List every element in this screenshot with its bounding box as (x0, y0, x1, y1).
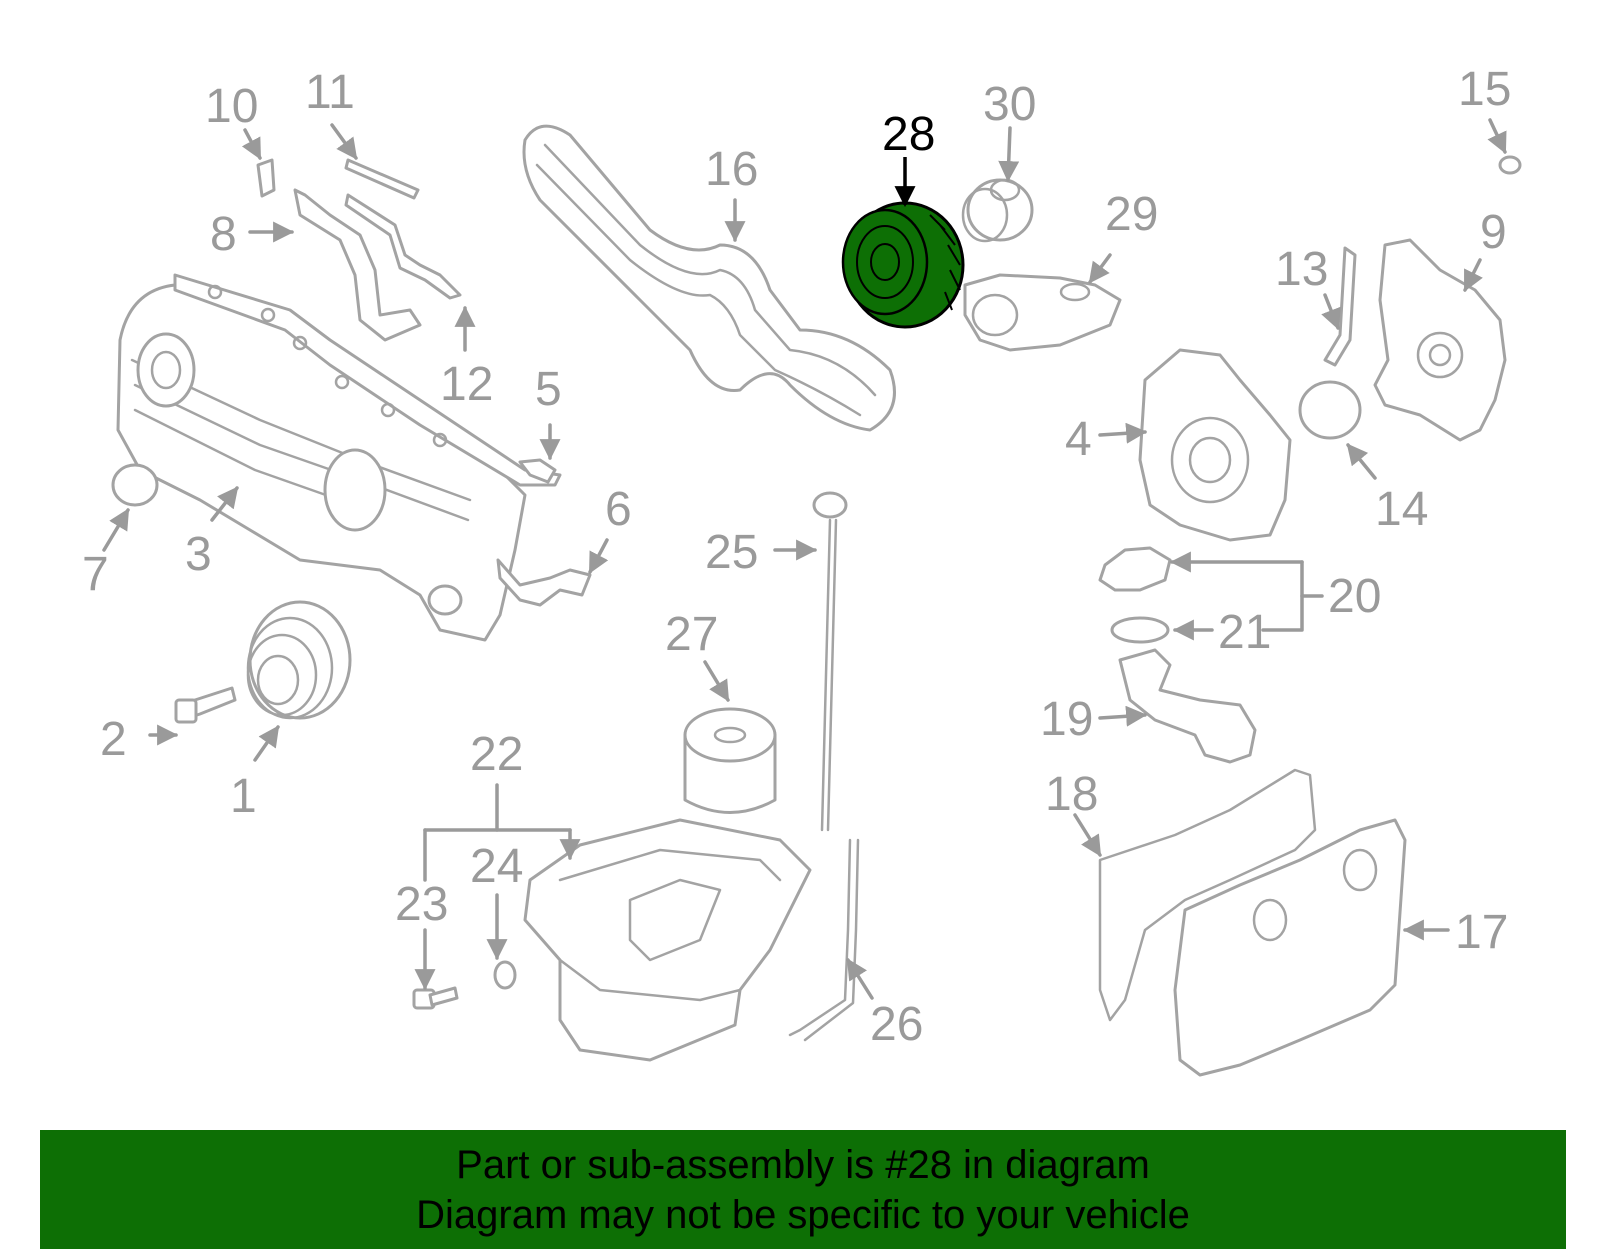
callout-24: 24 (470, 840, 523, 893)
clip-part-10 (256, 158, 276, 198)
callout-6: 6 (605, 483, 632, 536)
bracket-part-6 (496, 558, 592, 607)
callout-13: 13 (1275, 243, 1328, 296)
leader-lines (102, 118, 1507, 1000)
callout-3: 3 (185, 528, 212, 581)
callout-labels: 1 2 3 4 5 6 7 8 9 10 11 12 13 14 15 16 1… (82, 63, 1511, 1051)
tensioner-part-29 (963, 273, 1122, 352)
callout-2: 2 (100, 713, 127, 766)
gasket-part-8 (293, 188, 422, 342)
oring-part-15 (1498, 155, 1522, 175)
callout-5: 5 (535, 363, 562, 416)
guide-tube-part-26 (788, 838, 852, 1037)
washer-part-24 (493, 960, 517, 990)
dipstick-part-25 (812, 491, 848, 832)
callout-19: 19 (1040, 693, 1093, 746)
callout-28-highlighted: 28 (882, 108, 935, 161)
callout-15: 15 (1458, 63, 1511, 116)
caption-banner: Part or sub-assembly is #28 in diagram D… (40, 1130, 1566, 1249)
callout-20: 20 (1328, 570, 1381, 623)
cap-part-20 (1098, 546, 1172, 592)
gasket-part-12 (344, 193, 462, 300)
timing-belt-part (522, 124, 896, 432)
callout-1: 1 (230, 770, 257, 823)
sprocket-part-28-highlighted (841, 201, 965, 329)
seal-part-5 (518, 458, 557, 484)
callout-30: 30 (983, 78, 1036, 131)
timing-cover-part (116, 273, 562, 642)
callout-14: 14 (1375, 483, 1428, 536)
strip-part-11 (344, 158, 420, 200)
callout-4: 4 (1065, 413, 1092, 466)
callout-21: 21 (1218, 606, 1271, 659)
callout-17: 17 (1455, 906, 1508, 959)
callout-8: 8 (210, 208, 237, 261)
caption-line-1: Part or sub-assembly is #28 in diagram (456, 1143, 1150, 1187)
callout-22: 22 (470, 728, 523, 781)
callout-27: 27 (665, 608, 718, 661)
idler-pulley-part-30 (961, 178, 1034, 243)
callout-26: 26 (870, 998, 923, 1051)
plug-part-7 (111, 463, 159, 507)
callout-7: 7 (82, 548, 109, 601)
gasket-part-18 (1098, 768, 1317, 1022)
callout-16: 16 (705, 143, 758, 196)
callout-11: 11 (305, 66, 355, 119)
oil-pump-part-4 (1138, 348, 1292, 542)
crank-pulley-part (246, 600, 352, 720)
callout-25: 25 (705, 526, 758, 579)
oil-pan-part-22 (523, 818, 812, 1062)
callout-10: 10 (205, 80, 258, 133)
oring-part-14 (1298, 380, 1362, 440)
valve-cover-part-17 (1173, 818, 1407, 1077)
oil-filter-part-27 (683, 707, 777, 814)
callout-18: 18 (1045, 768, 1098, 821)
callout-29: 29 (1105, 188, 1158, 241)
callout-12: 12 (440, 358, 493, 411)
bolt-part-2 (174, 686, 237, 724)
caption-line-2: Diagram may not be specific to your vehi… (416, 1193, 1190, 1237)
rear-cover-part-9 (1373, 238, 1507, 442)
gasket-part-21 (1110, 616, 1170, 644)
callout-9: 9 (1480, 206, 1507, 259)
filler-pipe-part-19 (1118, 648, 1257, 764)
callout-23: 23 (395, 878, 448, 931)
strip-part-13 (1323, 246, 1357, 367)
bolt-part-23 (412, 986, 459, 1010)
